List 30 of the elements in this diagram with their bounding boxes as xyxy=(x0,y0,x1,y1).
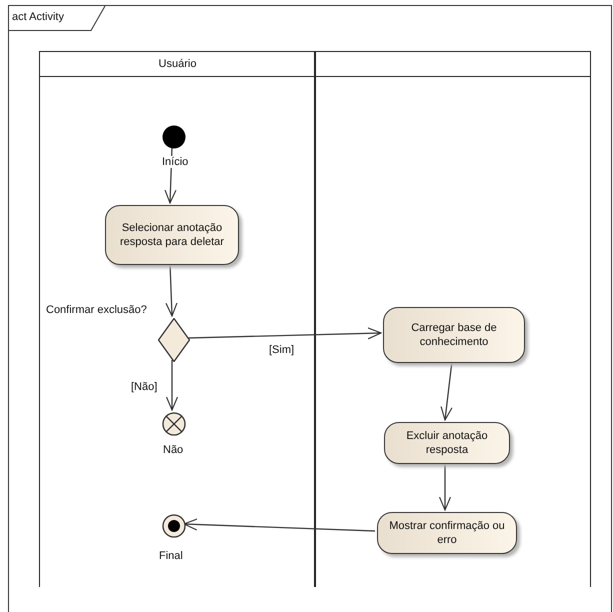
arrow xyxy=(440,360,453,421)
action-label: Carregar base de conhecimento xyxy=(410,320,498,350)
arrow xyxy=(188,327,382,340)
node-caption: Final xyxy=(159,550,183,562)
swimlane-title: Usuário xyxy=(158,58,196,70)
arrow xyxy=(438,462,452,511)
node-caption: Início xyxy=(162,156,188,168)
action-box xyxy=(384,422,510,464)
edge-label: [Sim] xyxy=(268,344,296,356)
action-label: Mostrar confirmação ou erro xyxy=(388,518,506,548)
arrow xyxy=(165,262,178,317)
action-label: Selecionar anotação resposta para deletar xyxy=(119,220,225,250)
node-caption: Confirmar exclusão? xyxy=(46,304,147,316)
arrow xyxy=(166,360,178,411)
frame-title: act Activity xyxy=(12,11,64,23)
action-box xyxy=(383,307,525,363)
decision-diamond xyxy=(158,318,190,362)
edge-label: [Não] xyxy=(130,381,158,393)
action-box xyxy=(377,512,517,554)
initial-node xyxy=(162,125,186,149)
activity-frame xyxy=(8,5,612,612)
arrow xyxy=(164,146,176,204)
swimlane xyxy=(39,51,316,587)
action-label: Excluir anotação resposta xyxy=(405,428,489,458)
arrow xyxy=(183,518,376,532)
swimlane xyxy=(314,51,591,587)
action-box xyxy=(105,205,239,265)
final-node xyxy=(162,514,186,538)
node-caption: Não xyxy=(163,444,184,456)
flow-final-node xyxy=(162,412,186,436)
